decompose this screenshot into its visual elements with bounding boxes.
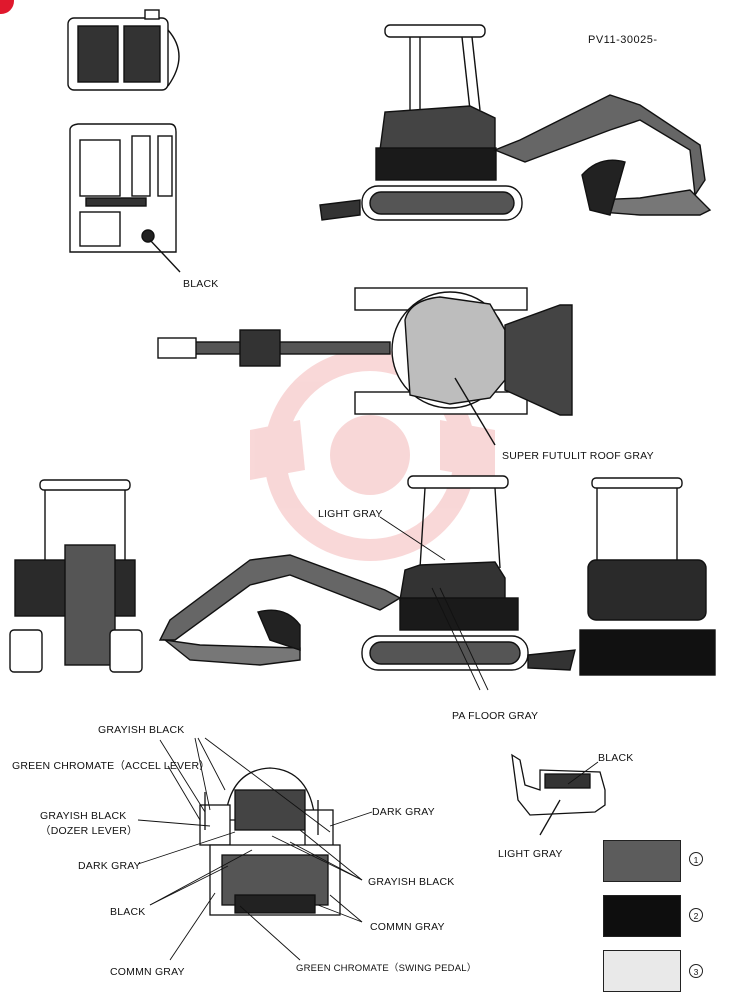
legend-number-3: 3 xyxy=(689,964,703,978)
cab-side-view xyxy=(69,123,181,273)
label-grayish-black-right: GRAYISH BLACK xyxy=(368,876,455,888)
leader-lines xyxy=(137,516,599,961)
label-light-gray-tank: LIGHT GRAY xyxy=(498,848,563,860)
operator-station-detail xyxy=(199,767,341,916)
label-roof-gray: SUPER FUTULIT ROOF GRAY xyxy=(502,450,654,462)
label-pa-floor-gray: PA FLOOR GRAY xyxy=(452,710,539,722)
legend-number-1: 1 xyxy=(689,852,703,866)
reference-number: PV11-30025- xyxy=(588,34,658,46)
label-dark-gray-right: DARK GRAY xyxy=(372,806,435,818)
cab-top-view xyxy=(67,9,180,91)
label-light-gray: LIGHT GRAY xyxy=(318,508,383,520)
legend-swatch-2 xyxy=(603,895,681,937)
label-black-cab: BLACK xyxy=(183,278,219,290)
label-green-chromate-accel: GREEN CHROMATE（ACCEL LEVER） xyxy=(12,760,210,772)
excavator-rear-view xyxy=(579,477,716,676)
label-dozer-lever: （DOZER LEVER） xyxy=(40,825,138,837)
excavator-top-view xyxy=(157,287,573,446)
label-green-chromate-swing: GREEN CHROMATE（SWING PEDAL） xyxy=(296,963,477,974)
excavator-side-view-left xyxy=(158,475,576,671)
label-grayish-black-top: GRAYISH BLACK xyxy=(98,724,185,736)
excavator-side-view-right xyxy=(319,24,712,221)
legend-number-2: 2 xyxy=(689,908,703,922)
label-commn-gray-bottom: COMMN GRAY xyxy=(110,966,185,978)
watermark-logo xyxy=(250,349,495,561)
label-black-left: BLACK xyxy=(110,906,146,918)
label-black-tank: BLACK xyxy=(598,752,634,764)
label-dark-gray-left: DARK GRAY xyxy=(78,860,141,872)
label-grayish-black-dozer: GRAYISH BLACK xyxy=(40,810,127,822)
legend-swatch-1 xyxy=(603,840,681,882)
legend-swatch-3 xyxy=(603,950,681,992)
fuel-tank-detail xyxy=(511,753,606,836)
excavator-front-view xyxy=(9,479,143,673)
label-commn-gray-right: COMMN GRAY xyxy=(370,921,445,933)
